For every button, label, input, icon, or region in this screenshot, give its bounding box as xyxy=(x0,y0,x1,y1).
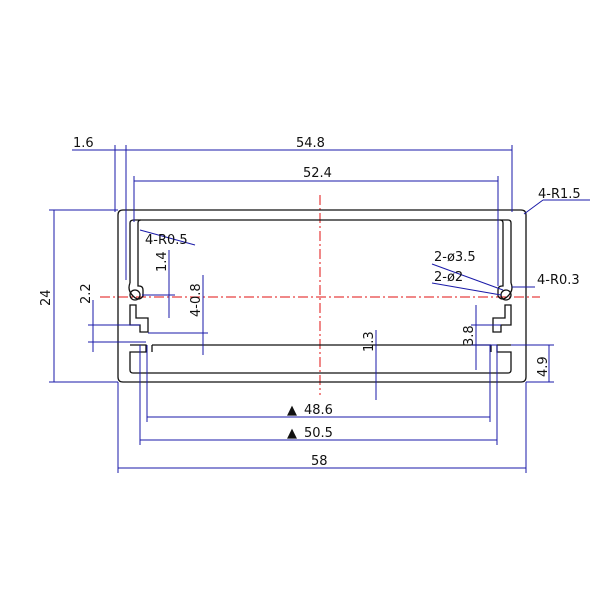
label-rib-offset: 1.4 xyxy=(155,251,170,272)
triangle-marker-inner: ▲ xyxy=(287,403,297,418)
label-overall-width: 58 xyxy=(311,454,328,469)
left-screw-channel xyxy=(128,219,144,300)
label-wall-thickness: 1.6 xyxy=(73,136,94,151)
label-height: 24 xyxy=(39,289,54,306)
outer-shell xyxy=(117,209,527,383)
dim-hole35-leader xyxy=(431,263,504,291)
dim-hole2-leader xyxy=(431,282,502,296)
label-inner-bottom: 48.6 xyxy=(304,403,333,418)
dim-r15-leader xyxy=(523,199,544,215)
dimension-lines xyxy=(49,145,590,473)
label-outer-top-width: 54.8 xyxy=(296,136,325,151)
dimension-labels: 1.6 54.8 52.4 4-R1.5 4-R0.5 2-ø3.5 2-ø2 … xyxy=(39,136,581,469)
inner-top-cavity xyxy=(129,219,512,283)
centerlines xyxy=(100,195,540,395)
label-inner-radius: 4-R0.5 xyxy=(145,233,188,248)
left-screw-hole xyxy=(129,289,141,301)
label-left-slot: 2.2 xyxy=(79,283,94,304)
left-middle-slot xyxy=(129,304,149,333)
label-slot-radius: 4-R0.3 xyxy=(537,273,580,288)
right-middle-slot xyxy=(492,304,512,333)
label-inner-width: 52.4 xyxy=(303,166,332,181)
label-hole-outer: 2-ø3.5 xyxy=(434,250,476,265)
label-outer-radius: 4-R1.5 xyxy=(538,187,581,202)
label-right-bottom: 4.9 xyxy=(536,356,551,377)
label-slot-count: 4-0.8 xyxy=(189,283,204,317)
label-bottom-gap: 1.3 xyxy=(362,331,377,352)
dim-r05-leader xyxy=(139,229,196,246)
label-hole-inner: 2-ø2 xyxy=(434,270,463,285)
profile-outline xyxy=(117,209,527,383)
label-outer-bottom: 50.5 xyxy=(304,426,333,441)
right-screw-channel xyxy=(497,219,513,300)
label-right-slot: 3.8 xyxy=(462,325,477,346)
inner-bottom-cavity xyxy=(129,344,512,374)
triangle-marker-outer: ▲ xyxy=(287,426,297,441)
